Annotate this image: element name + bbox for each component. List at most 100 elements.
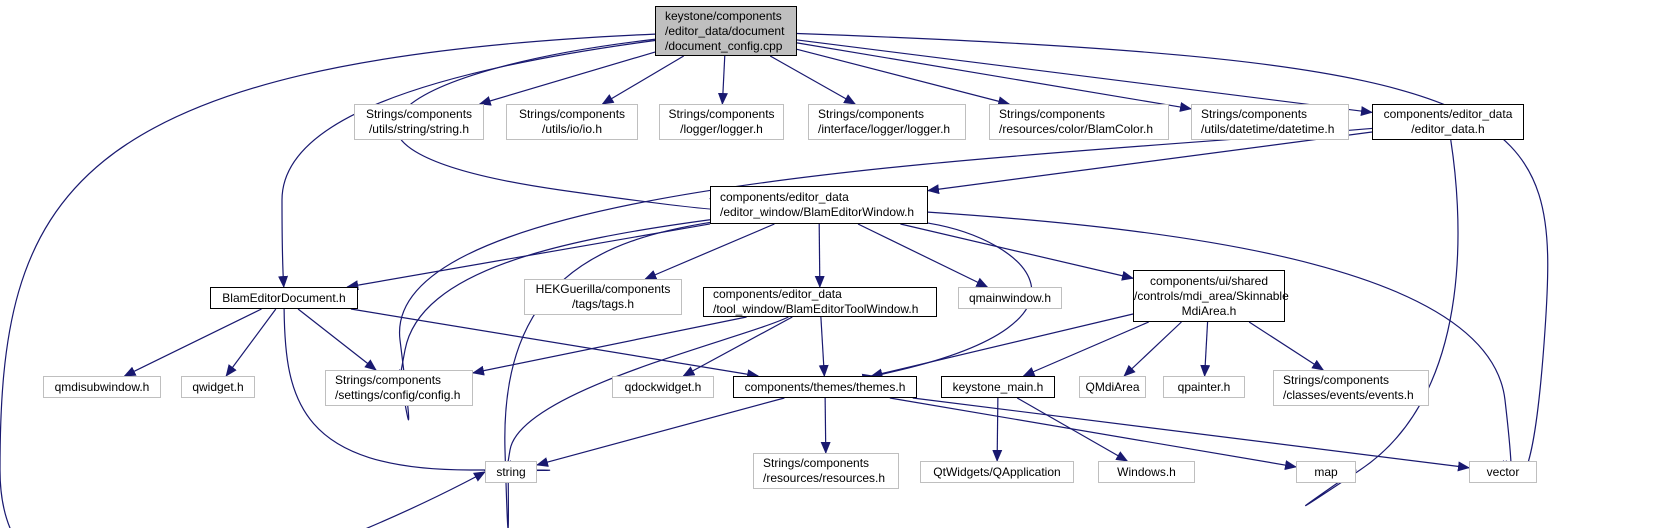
node-qapplication[interactable]: QtWidgets/QApplication (920, 461, 1074, 483)
node-label-line: /controls/mdi_area/Skinnable (1134, 288, 1289, 303)
node-iface-logger-h[interactable]: Strings/components/interface/logger/logg… (808, 104, 966, 140)
node-label-line: /document_config.cpp (665, 38, 783, 53)
node-label-line: /classes/events/events.h (1283, 388, 1414, 402)
node-keystone-main-h[interactable]: keystone_main.h (941, 376, 1055, 398)
edge-themes-h-to-vector (912, 397, 1470, 472)
edge-root-to-editordocument-h (278, 39, 656, 288)
edge-editorwindow-h-to-mdiarea-h (900, 223, 1134, 281)
node-label-line: QtWidgets/QApplication (933, 464, 1061, 479)
edge-editorwindow-h-to-toolwindow-h (814, 223, 825, 288)
node-editorwindow-h[interactable]: components/editor_data/editor_window/Bla… (710, 186, 928, 224)
node-logger-h[interactable]: Strings/components/logger/logger.h (659, 104, 784, 140)
edge-toolwindow-h-to-config-h (472, 316, 747, 376)
node-label-line: /editor_data/document (665, 23, 785, 38)
node-io-h[interactable]: Strings/components/utils/io/io.h (506, 104, 638, 140)
edge-editorwindow-h-to-vector (927, 211, 1512, 480)
edge-toolwindow-h-to-themes-h (818, 316, 829, 377)
node-label-line: map (1314, 464, 1338, 479)
node-root: keystone/components/editor_data/document… (655, 6, 797, 56)
edge-themes-h-to-map (889, 397, 1297, 470)
node-qmdisubwindow-h[interactable]: qmdisubwindow.h (43, 376, 161, 398)
node-label-line: Strings/components (999, 107, 1106, 121)
node-qpainter-h[interactable]: qpainter.h (1163, 376, 1245, 398)
edge-root-to-vector (796, 32, 1549, 480)
edge-root-to-logger-h (717, 55, 728, 105)
edge-editorwindow-h-to-string (503, 221, 711, 528)
edge-toolwindow-h-to-qdockwidget-h (682, 316, 793, 377)
node-qmainwindow-h[interactable]: qmainwindow.h (958, 287, 1062, 309)
node-tags-h[interactable]: HEKGuerilla/components/tags/tags.h (524, 279, 682, 315)
edge-root-to-string-h (478, 51, 656, 106)
node-label-line: Strings/components (668, 107, 775, 121)
node-label-line: Windows.h (1117, 464, 1176, 479)
node-label-line: Strings/components (763, 456, 870, 470)
node-toolwindow-h[interactable]: components/editor_data/tool_window/BlamE… (703, 287, 937, 317)
node-label-line: /resources/resources.h (763, 471, 886, 485)
node-qdockwidget-h[interactable]: qdockwidget.h (612, 376, 714, 398)
node-label-line: Strings/components (1283, 373, 1390, 387)
edge-root-to-datetime-h (796, 42, 1192, 112)
edge-keystone-main-h-to-qapplication (992, 397, 1003, 462)
edge-themes-h-to-resources-h (820, 397, 831, 454)
edge-root-to-blamcolor-h (796, 48, 1011, 107)
node-map[interactable]: map (1296, 461, 1356, 483)
node-label-line: Strings/components (1201, 107, 1308, 121)
node-label-line: components/editor_data (1383, 107, 1513, 121)
node-label-line: /editor_data.h (1411, 122, 1485, 136)
node-editordocument-h[interactable]: BlamEditorDocument.h (210, 287, 358, 309)
node-vector[interactable]: vector (1469, 461, 1537, 483)
node-string-h[interactable]: Strings/components/utils/string/string.h (354, 104, 484, 140)
node-editor-data-h[interactable]: components/editor_data/editor_data.h (1372, 104, 1524, 140)
node-label-line: /utils/string/string.h (368, 122, 470, 136)
edge-editor-data-h-to-editorwindow-h (927, 131, 1373, 195)
node-qwidget-h[interactable]: qwidget.h (181, 376, 255, 398)
node-label-line: vector (1486, 464, 1520, 479)
edge-root-to-editor-data-h (796, 39, 1373, 117)
edge-editor-data-h-to-map (1305, 139, 1459, 507)
node-label-line: /logger/logger.h (680, 122, 763, 136)
node-label-line: qwidget.h (192, 379, 244, 394)
node-label-line: /tags/tags.h (571, 297, 635, 311)
node-config-h[interactable]: Strings/components/settings/config/confi… (325, 370, 473, 406)
edge-themes-h-to-string (536, 397, 785, 467)
node-windows-h[interactable]: Windows.h (1098, 461, 1195, 483)
node-label-line: Strings/components (365, 107, 473, 121)
node-label-line: qmainwindow.h (968, 290, 1052, 305)
node-label-line: components/ui/shared (1149, 273, 1269, 288)
edge-mdiarea-h-to-themes-h (870, 313, 1134, 379)
edge-editorwindow-h-to-tags-h (644, 223, 775, 280)
edge-root-to-io-h (601, 55, 684, 105)
node-label-line: components/themes/themes.h (744, 379, 906, 394)
edge-keystone-main-h-to-windows-h (1016, 397, 1129, 462)
node-label-line: string (496, 464, 526, 479)
node-events-h[interactable]: Strings/components/classes/events/events… (1273, 370, 1429, 406)
node-label-line: qpainter.h (1177, 379, 1231, 394)
node-datetime-h[interactable]: Strings/components/utils/datetime/dateti… (1191, 104, 1349, 140)
node-label-line: /utils/io/io.h (541, 122, 603, 136)
node-label-line: /resources/color/BlamColor.h (999, 122, 1154, 136)
node-label-line: qmdisubwindow.h (54, 379, 150, 394)
edge-mdiarea-h-to-events-h (1248, 321, 1325, 371)
edge-editor-data-h-to-config-h (396, 127, 1373, 421)
node-themes-h[interactable]: components/themes/themes.h (733, 376, 917, 398)
node-resources-h[interactable]: Strings/components/resources/resources.h (753, 453, 899, 489)
node-qmdiarea[interactable]: QMdiArea (1079, 376, 1146, 398)
node-label-line: QMdiArea (1085, 379, 1140, 394)
edge-editordocument-h-to-qmdisubwindow-h (123, 308, 262, 377)
node-label-line: Strings/components (335, 373, 442, 387)
node-blamcolor-h[interactable]: Strings/components/resources/color/BlamC… (989, 104, 1169, 140)
node-label-line: Strings/components (818, 107, 925, 121)
node-label-line: /utils/datetime/datetime.h (1201, 122, 1335, 136)
edge-mdiarea-h-to-keystone-main-h (1022, 321, 1149, 377)
edge-editordocument-h-to-themes-h (350, 308, 760, 380)
node-label-line: HEKGuerilla/components (535, 282, 671, 296)
node-mdiarea-h[interactable]: components/ui/shared/controls/mdi_area/S… (1133, 270, 1289, 322)
node-label-line: keystone/components (665, 8, 782, 23)
node-label-line: MdiArea.h (1181, 303, 1237, 318)
node-string[interactable]: string (485, 461, 537, 483)
edge-editordocument-h-to-qwidget-h (225, 308, 277, 377)
node-label-line: Strings/components (518, 107, 626, 121)
edge-root-to-string (0, 33, 656, 528)
edge-mdiarea-h-to-qpainter-h (1200, 321, 1211, 377)
